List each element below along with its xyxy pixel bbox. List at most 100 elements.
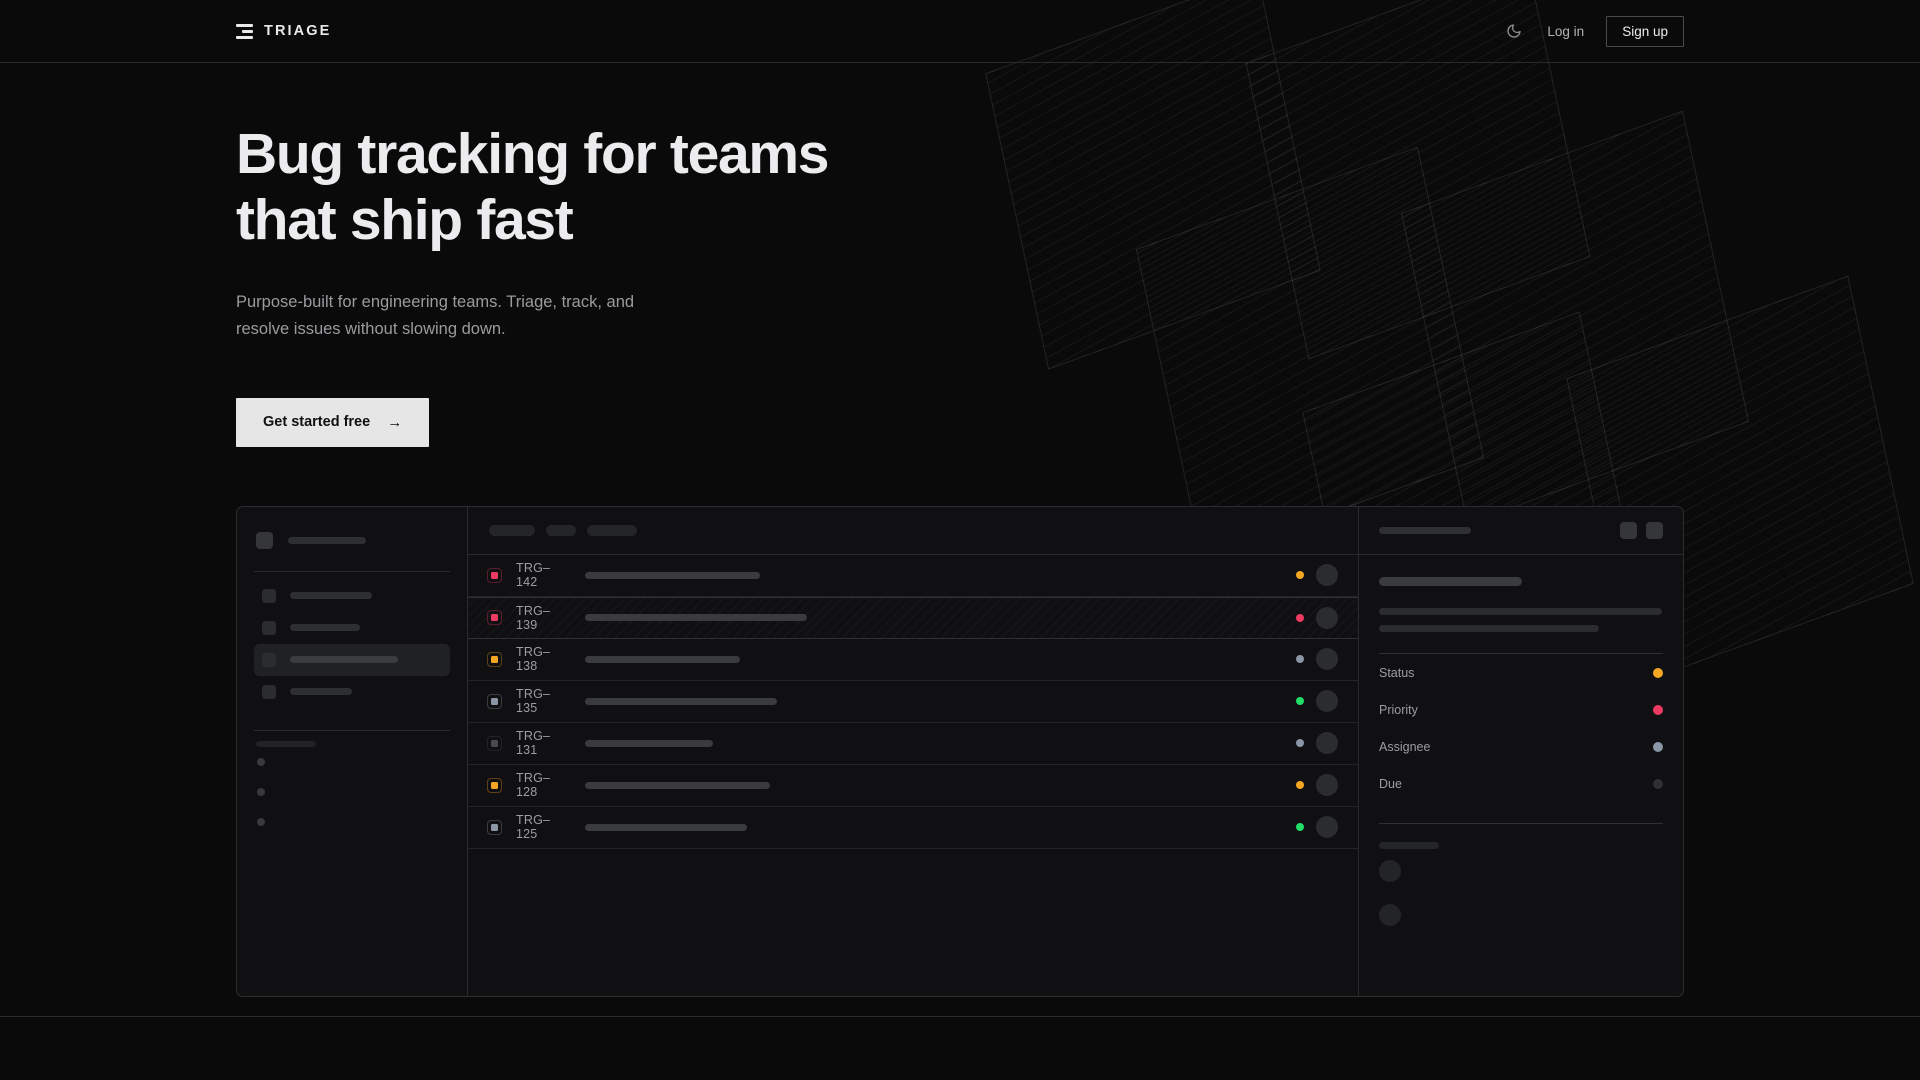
issue-key: TRG–138 [516, 645, 551, 674]
assignee-avatar[interactable] [1316, 648, 1338, 671]
nav-label-placeholder [290, 592, 372, 600]
arrow-right-icon: → [387, 413, 403, 431]
filter-chip-1[interactable] [489, 524, 535, 536]
priority-badge-icon [487, 610, 502, 626]
issue-title-placeholder [585, 571, 760, 579]
assignee-avatar[interactable] [1316, 564, 1338, 587]
sidebar-item-4[interactable] [254, 676, 450, 708]
assignee-avatar[interactable] [1316, 690, 1338, 713]
sidebar-project-3[interactable] [254, 807, 450, 837]
sidebar-nav [254, 580, 450, 708]
issue-row[interactable]: TRG–125 [468, 807, 1358, 849]
moon-icon[interactable] [1503, 20, 1525, 42]
meta-value-dot [1653, 704, 1663, 715]
meta-label: Due [1379, 776, 1402, 791]
issue-title-placeholder [585, 614, 807, 622]
get-started-button[interactable]: Get started free → [236, 397, 430, 447]
detail-action-icon-2[interactable] [1646, 521, 1663, 539]
hero-section: Bug tracking for teams that ship fast Pu… [0, 121, 1920, 447]
sidebar-item-1[interactable] [254, 580, 450, 612]
issue-title-placeholder [585, 739, 713, 747]
assignee-avatar[interactable] [1316, 606, 1338, 629]
meta-row-priority[interactable]: Priority [1379, 691, 1663, 728]
meta-row-status[interactable]: Status [1379, 654, 1663, 691]
detail-action-icon-1[interactable] [1620, 521, 1637, 539]
sidebar-divider-2 [254, 729, 450, 731]
status-dot [1296, 697, 1304, 706]
login-link[interactable]: Log in [1547, 23, 1585, 39]
priority-badge-icon [487, 693, 502, 709]
sidebar-divider [254, 570, 450, 572]
nav-label-placeholder [290, 656, 398, 664]
sidebar-project-1[interactable] [254, 747, 450, 777]
status-dot [1296, 739, 1304, 748]
assignee-avatar[interactable] [1316, 774, 1338, 797]
detail-breadcrumb-placeholder [1379, 526, 1471, 534]
assignee-avatar[interactable] [1316, 816, 1338, 839]
meta-value-dot [1653, 741, 1663, 752]
detail-title-placeholder [1379, 576, 1522, 586]
preview-sidebar [237, 506, 468, 996]
issue-row-meta [1296, 564, 1338, 587]
issue-row[interactable]: TRG–131 [468, 723, 1358, 765]
detail-description [1379, 607, 1663, 632]
status-dot [1296, 655, 1304, 664]
nav-icon [262, 684, 276, 699]
site-header: TRIAGE Log in Sign up [0, 0, 1920, 63]
comment-row [1379, 893, 1663, 937]
priority-badge-icon [487, 777, 502, 793]
workspace-avatar [256, 531, 273, 549]
status-dot [1296, 571, 1304, 580]
issue-row[interactable]: TRG–138 [468, 639, 1358, 681]
meta-row-assignee[interactable]: Assignee [1379, 728, 1663, 765]
filter-chip-2[interactable] [546, 524, 576, 536]
meta-label: Priority [1379, 702, 1418, 717]
issue-key: TRG–128 [516, 771, 551, 800]
issue-row-meta [1296, 774, 1338, 797]
project-dot-icon [257, 787, 265, 796]
brand-logo[interactable]: TRIAGE [236, 23, 331, 39]
meta-label: Assignee [1379, 739, 1431, 754]
workspace-switcher[interactable] [254, 527, 450, 549]
signup-button[interactable]: Sign up [1606, 15, 1684, 47]
nav-label-placeholder [290, 688, 352, 696]
issue-key: TRG–139 [516, 603, 551, 632]
description-line-placeholder [1379, 624, 1599, 632]
issue-row[interactable]: TRG–139 [468, 596, 1358, 639]
issue-row[interactable]: TRG–128 [468, 765, 1358, 807]
nav-label-placeholder [290, 624, 360, 632]
assignee-avatar[interactable] [1316, 732, 1338, 755]
sidebar-item-2[interactable] [254, 612, 450, 644]
detail-divider-2 [1379, 822, 1663, 824]
meta-value-dot [1653, 667, 1663, 678]
issue-row[interactable]: TRG–142 [468, 555, 1358, 597]
status-dot [1296, 823, 1304, 832]
status-dot [1296, 613, 1304, 622]
issue-row-meta [1296, 606, 1338, 629]
triage-bars-icon [236, 23, 253, 39]
meta-row-due[interactable]: Due [1379, 765, 1663, 802]
sidebar-item-3-active[interactable] [254, 643, 450, 676]
issue-row-meta [1296, 690, 1338, 713]
priority-badge-icon [487, 819, 502, 835]
sidebar-project-2[interactable] [254, 777, 450, 807]
filter-chip-3[interactable] [587, 524, 637, 536]
priority-badge-icon [487, 651, 502, 667]
nav-icon [262, 588, 276, 603]
nav-icon [262, 652, 276, 667]
description-line-placeholder [1379, 607, 1662, 615]
issue-key: TRG–142 [516, 561, 551, 590]
page-title: Bug tracking for teams that ship fast [236, 122, 830, 253]
issue-row[interactable]: TRG–135 [468, 681, 1358, 723]
comment-avatar [1379, 859, 1401, 882]
detail-activity-label [1379, 841, 1439, 849]
detail-header [1359, 507, 1683, 555]
header-nav: Log in Sign up [1503, 15, 1684, 47]
detail-divider [1379, 652, 1663, 654]
